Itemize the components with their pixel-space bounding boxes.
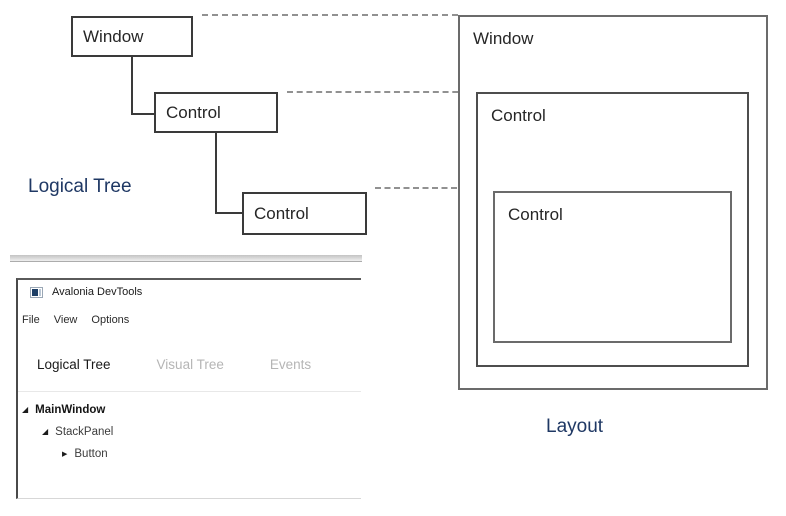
tree-node-control-2: Control bbox=[242, 192, 367, 235]
tree-node-label: Control bbox=[166, 102, 221, 122]
treeview-item-mainwindow[interactable]: ◢ MainWindow bbox=[22, 404, 105, 416]
treeview-item-label: Button bbox=[74, 448, 108, 460]
tree-node-label: Control bbox=[254, 203, 309, 223]
tree-connector bbox=[215, 133, 242, 214]
expanded-icon[interactable]: ◢ bbox=[22, 405, 29, 414]
layout-box-label: Control bbox=[491, 106, 546, 125]
dashed-connector-control-2 bbox=[375, 187, 476, 189]
menu-item-options[interactable]: Options bbox=[91, 314, 130, 326]
treeview-item-label: StackPanel bbox=[55, 426, 114, 438]
tab-logical-tree[interactable]: Logical Tree bbox=[37, 357, 111, 372]
dashed-connector-window bbox=[202, 14, 458, 16]
window-icon bbox=[30, 286, 43, 298]
tree-connector bbox=[131, 57, 154, 115]
layout-box-label: Window bbox=[473, 29, 534, 48]
menu-item-view[interactable]: View bbox=[53, 314, 78, 326]
collapsed-icon[interactable]: ▶ bbox=[62, 450, 68, 458]
treeview-item-label: MainWindow bbox=[35, 404, 106, 416]
layout-box-control-2: Control bbox=[493, 191, 732, 343]
screenshot-top-edge bbox=[10, 255, 362, 262]
logical-tree-caption: Logical Tree bbox=[28, 176, 132, 197]
tab-visual-tree[interactable]: Visual Tree bbox=[156, 357, 224, 372]
menu-item-file[interactable]: File bbox=[22, 314, 40, 326]
expanded-icon[interactable]: ◢ bbox=[42, 427, 49, 436]
tabs-separator bbox=[18, 391, 361, 392]
dashed-connector-control-1 bbox=[287, 91, 468, 93]
devtools-title: Avalonia DevTools bbox=[52, 286, 143, 298]
devtools-window: Avalonia DevTools File View Options Logi… bbox=[16, 278, 361, 499]
treeview-item-stackpanel[interactable]: ◢ StackPanel bbox=[42, 426, 113, 438]
layout-caption: Layout bbox=[546, 416, 604, 437]
tree-node-label: Window bbox=[83, 26, 144, 46]
layout-box-label: Control bbox=[508, 205, 563, 224]
tree-node-window: Window bbox=[71, 16, 193, 57]
devtools-tabs: Logical Tree Visual Tree Events bbox=[37, 357, 357, 372]
tab-events[interactable]: Events bbox=[269, 357, 312, 372]
devtools-titlebar: Avalonia DevTools bbox=[30, 286, 142, 298]
tree-node-control-1: Control bbox=[154, 92, 278, 133]
treeview-item-button[interactable]: ▶ Button bbox=[62, 448, 108, 460]
devtools-menubar: File View Options bbox=[22, 314, 129, 326]
